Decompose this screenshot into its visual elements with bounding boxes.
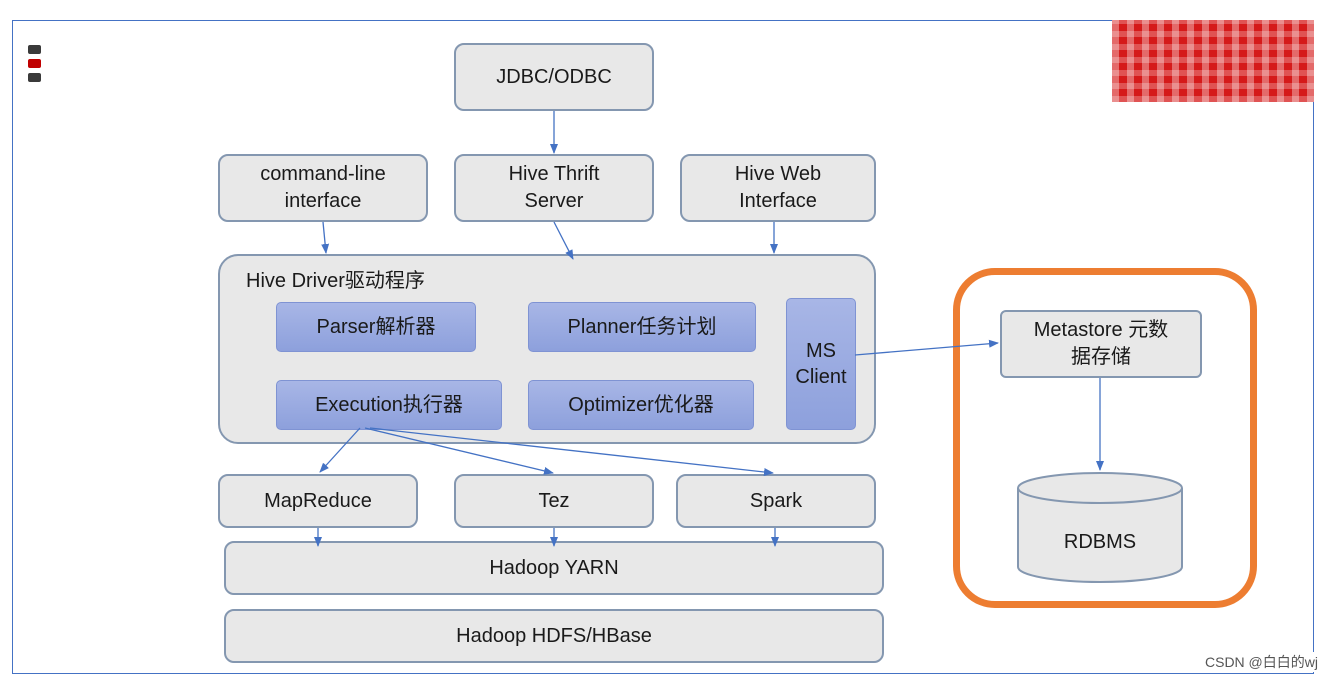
- command-line-interface-box: command-line interface: [218, 154, 428, 222]
- logo-bar-middle: [28, 59, 41, 68]
- hive-driver-title: Hive Driver驱动程序: [246, 270, 425, 292]
- mapreduce-box: MapReduce: [218, 474, 418, 528]
- jdbc-odbc-box: JDBC/ODBC: [454, 43, 654, 111]
- metastore-box: Metastore 元数据存储: [1000, 310, 1202, 378]
- rdbms-label: RDBMS: [1064, 531, 1136, 553]
- hadoop-hdfs-hbase-box: Hadoop HDFS/HBase: [224, 609, 884, 663]
- tez-box: Tez: [454, 474, 654, 528]
- arrow-cli-to-driver: [321, 221, 330, 254]
- arrow-execution-to-mapreduce: [319, 427, 361, 473]
- arrow-execution-to-tez: [364, 427, 554, 475]
- diagram-frame: [12, 20, 1314, 674]
- csdn-credit: CSDN @白白的wj: [1205, 652, 1318, 672]
- spark-box: Spark: [676, 474, 876, 528]
- logo-bar-bottom: [28, 73, 41, 82]
- hive-driver-container: Hive Driver驱动程序 Parser解析器 Planner任务计划 Ex…: [218, 254, 876, 444]
- hive-thrift-server-box: Hive Thrift Server: [454, 154, 654, 222]
- parser-box: Parser解析器: [276, 302, 476, 352]
- arrow-execution-to-spark: [369, 427, 774, 476]
- optimizer-box: Optimizer优化器: [528, 380, 754, 430]
- rdbms-cylinder: [1017, 472, 1183, 583]
- execution-box: Execution执行器: [276, 380, 502, 430]
- metastore-highlight: [953, 268, 1257, 608]
- logo-bar-top: [28, 45, 41, 54]
- hive-web-interface-box: Hive Web Interface: [680, 154, 876, 222]
- arrow-msclient-to-metastore: [854, 339, 999, 356]
- pixelated-watermark: [1112, 20, 1314, 102]
- planner-box: Planner任务计划: [528, 302, 756, 352]
- arrow-thrift-to-driver: [553, 221, 574, 260]
- ms-client-box: MS Client: [786, 298, 856, 430]
